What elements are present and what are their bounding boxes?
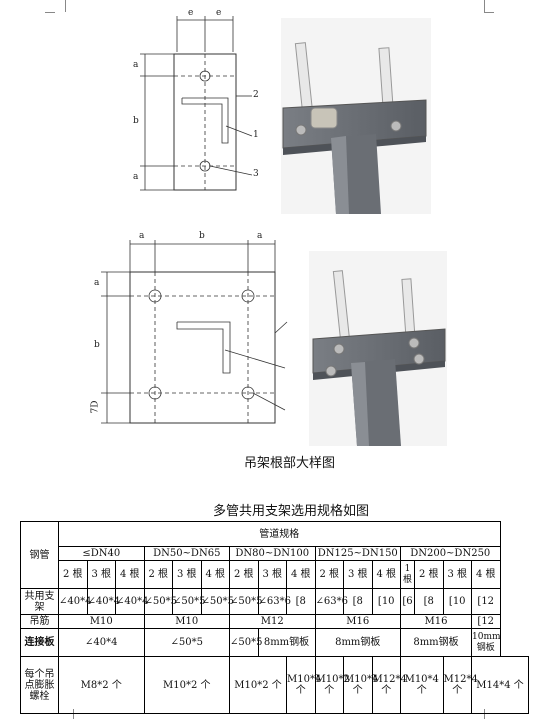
corner-mark-tl: [55, 0, 66, 12]
corner-mark-br: [484, 709, 495, 719]
bolt-cell: M12*4 个: [442, 656, 478, 714]
support-cell: ∠50*5: [143, 588, 177, 615]
dim-b: b: [133, 116, 139, 126]
group-dn40: ≤DN40: [58, 546, 145, 561]
count-cell: 3 根: [442, 560, 472, 589]
callout-2: 2: [253, 90, 259, 100]
plate-cell: ∠50*5: [143, 628, 230, 657]
count-cell: 2 根: [229, 560, 259, 589]
count-cell: 4 根: [115, 560, 145, 589]
bolt-cell: M10*4 个: [400, 656, 444, 714]
count-cell: 2 根: [58, 560, 88, 589]
figure-caption: 吊架根部大样图: [244, 456, 336, 471]
plate-drawing-1: e e a b a 2 1 3: [130, 8, 280, 198]
dim2-a-left: a: [139, 231, 145, 241]
count-cell: 3 根: [343, 560, 373, 589]
count-cell: 2 根: [314, 560, 344, 589]
plate-cell: 8mm钢板: [257, 628, 316, 657]
support-cell: [6: [400, 588, 415, 615]
rod-cell: [12: [471, 614, 501, 629]
rod-cell: M16: [314, 614, 401, 629]
support-cell: ∠40*4: [58, 588, 91, 615]
dim-a-top: a: [133, 60, 139, 70]
bolt-cell: M14*4 个: [471, 656, 529, 714]
row-label-support: 共用支架: [20, 588, 59, 615]
plate-cell: 8mm钢板: [314, 628, 401, 657]
bracket-render-1: [281, 18, 431, 214]
support-cell: [8: [414, 588, 444, 615]
support-cell: ∠40*4: [115, 588, 148, 615]
bolt-cell: M10*4 个: [286, 656, 321, 714]
bolt-cell: M12*4 个: [371, 656, 407, 714]
support-cell: ∠40*4: [86, 588, 120, 615]
plate-cell: ∠50*5: [229, 628, 262, 657]
group-dn200-250: DN200~DN250: [400, 546, 501, 561]
row-label-bolt: 每个吊点膨胀螺栓: [20, 656, 59, 714]
count-cell: 3 根: [257, 560, 287, 589]
bolt-cell: M10*2 个: [143, 656, 230, 714]
row-label-rod: 吊筋: [20, 614, 59, 629]
bolt-cell: M10*2 个: [229, 656, 287, 714]
row-label-plate: 连接板: [20, 628, 59, 657]
table-title: 多管共用支架选用规格如图: [213, 504, 370, 519]
corner-mark-tr-h: [484, 12, 494, 23]
support-cell: ∠50*5: [172, 588, 205, 615]
dim-e-1: e: [188, 8, 194, 18]
support-cell: ∠63*6: [314, 588, 348, 615]
bracket-render-2: [309, 251, 447, 446]
plate-cell: ∠40*4: [58, 628, 145, 657]
dim-e-2: e: [216, 8, 222, 18]
corner-mark-tr: [484, 0, 495, 12]
plate-drawing-2: a b a a b 7D: [85, 228, 300, 438]
rod-cell: M12: [229, 614, 316, 629]
group-dn80-100: DN80~DN100: [229, 546, 316, 561]
count-cell: 3 根: [86, 560, 116, 589]
rod-cell: M16: [400, 614, 472, 629]
support-cell: ∠63*6: [257, 588, 291, 615]
dim2-b: b: [199, 231, 205, 241]
bolt-cell: M10*4 个: [343, 656, 378, 714]
plate-cell: 10mm钢板: [471, 628, 501, 657]
count-cell: 4 根: [286, 560, 316, 589]
rod-cell: M10: [143, 614, 230, 629]
dim2-a-right: a: [257, 231, 263, 241]
header-spec-group: 管道规格: [58, 521, 501, 547]
support-cell: [12: [471, 588, 501, 615]
count-cell: 1根: [400, 560, 415, 589]
bolt-cell: M10*2 个: [314, 656, 350, 714]
header-pipe: 钢管: [20, 521, 59, 589]
dim-a-bottom: a: [133, 172, 139, 182]
count-cell: 2 根: [414, 560, 444, 589]
count-cell: 2 根: [143, 560, 173, 589]
support-cell: [10: [442, 588, 472, 615]
corner-mark-tl-h: [45, 12, 55, 23]
group-dn50-65: DN50~DN65: [143, 546, 230, 561]
group-dn125-150: DN125~DN150: [314, 546, 401, 561]
callout-3: 3: [253, 169, 259, 179]
callout-1: 1: [253, 130, 259, 140]
support-cell: ∠50*5: [229, 588, 262, 615]
count-cell: 4 根: [200, 560, 230, 589]
dim2-7d: 7D: [90, 400, 101, 414]
corner-mark-bl: [63, 709, 74, 719]
count-cell: 4 根: [471, 560, 501, 589]
bolt-cell: M8*2 个: [58, 656, 145, 714]
count-cell: 3 根: [172, 560, 202, 589]
count-cell: 4 根: [371, 560, 401, 589]
support-cell: ∠50*5: [200, 588, 234, 615]
dim2-a-top: a: [94, 278, 100, 288]
dim2-b-left: b: [94, 340, 100, 350]
spec-table: 钢管 管道规格 ≤DN40 DN50~DN65 DN80~DN100 DN125…: [20, 521, 529, 714]
support-cell: [10: [371, 588, 401, 615]
rod-cell: M10: [58, 614, 145, 629]
plate-cell: 8mm钢板: [400, 628, 472, 657]
